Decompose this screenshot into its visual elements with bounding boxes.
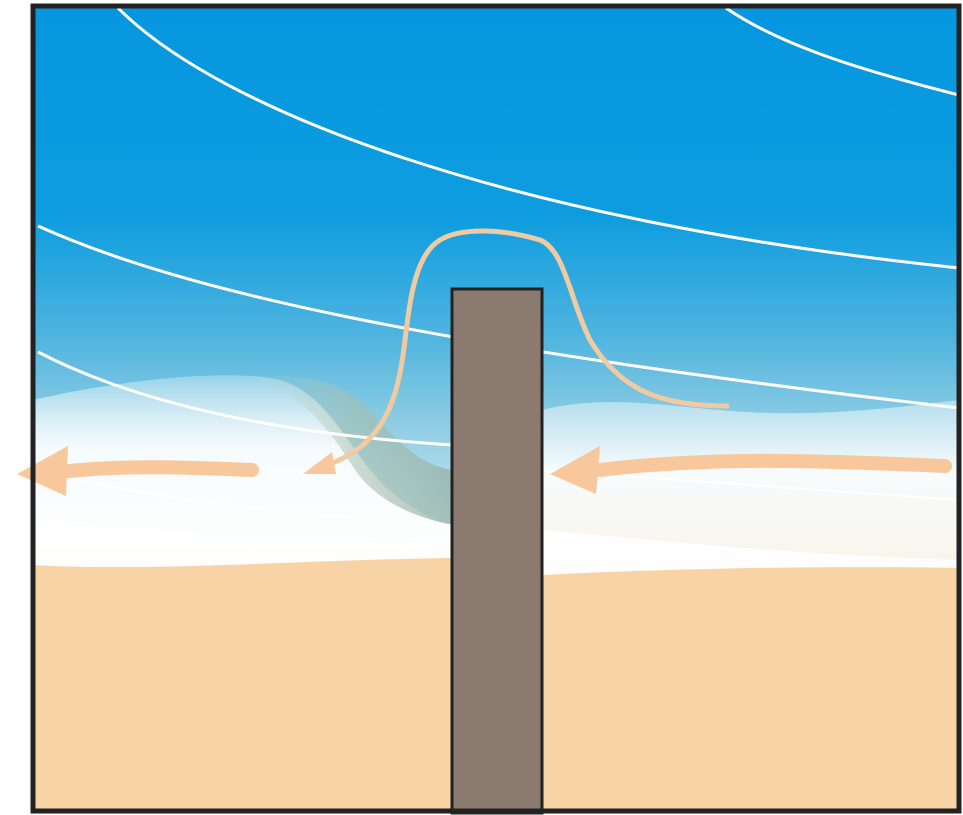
frame-border — [30, 3, 962, 814]
streamline-3 — [37, 224, 959, 410]
streamline-1 — [116, 6, 959, 270]
incoming-wind-arrowhead — [550, 446, 600, 494]
streamline-2 — [725, 6, 959, 97]
streamline-4 — [37, 350, 453, 447]
updraft-curve-arrow — [332, 228, 730, 465]
streamline-5 — [37, 469, 453, 526]
outgoing-wind-arrowhead — [17, 446, 68, 496]
incoming-wind-arrow-shaft — [593, 453, 952, 477]
post-obstacle — [450, 287, 544, 815]
outgoing-wind-arrow-shaft — [53, 460, 259, 479]
haze-layer-right — [542, 400, 959, 580]
haze-layer-left — [33, 375, 452, 580]
updraft-arrowhead — [303, 452, 336, 474]
